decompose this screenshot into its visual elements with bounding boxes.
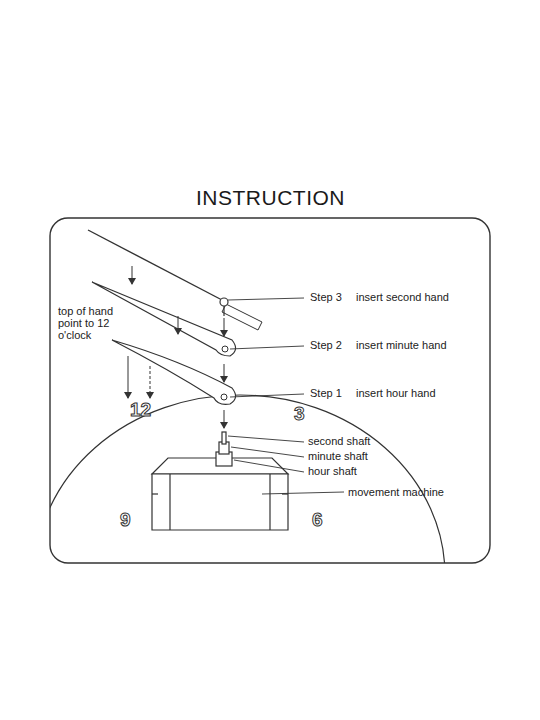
minute-hand [92, 282, 236, 356]
step-text: insert second hand [356, 291, 449, 304]
leader-lines [228, 298, 344, 494]
dial-number: 9 [120, 510, 131, 530]
part-name: movement machine [348, 486, 444, 499]
hour-hand [112, 340, 236, 404]
step-number: Step 1 [310, 387, 342, 400]
dial-number: 3 [294, 404, 305, 424]
movement-machine [152, 432, 288, 530]
dial-number: 6 [312, 510, 323, 530]
assembly-arrows [128, 266, 224, 428]
step-number: Step 3 [310, 291, 342, 304]
step-text: insert hour hand [356, 387, 436, 400]
diagram-title: INSTRUCTION [196, 186, 345, 210]
clock-face [50, 395, 445, 563]
part-name: second shaft [308, 435, 370, 448]
note-text: top of hand point to 12 o'clock [58, 305, 122, 341]
part-name: hour shaft [308, 465, 357, 478]
frame [50, 218, 490, 563]
second-counterweight [222, 304, 262, 330]
step-number: Step 2 [310, 339, 342, 352]
part-name: minute shaft [308, 450, 368, 463]
dial-number: 12 [130, 400, 151, 420]
step-text: insert minute hand [356, 339, 447, 352]
